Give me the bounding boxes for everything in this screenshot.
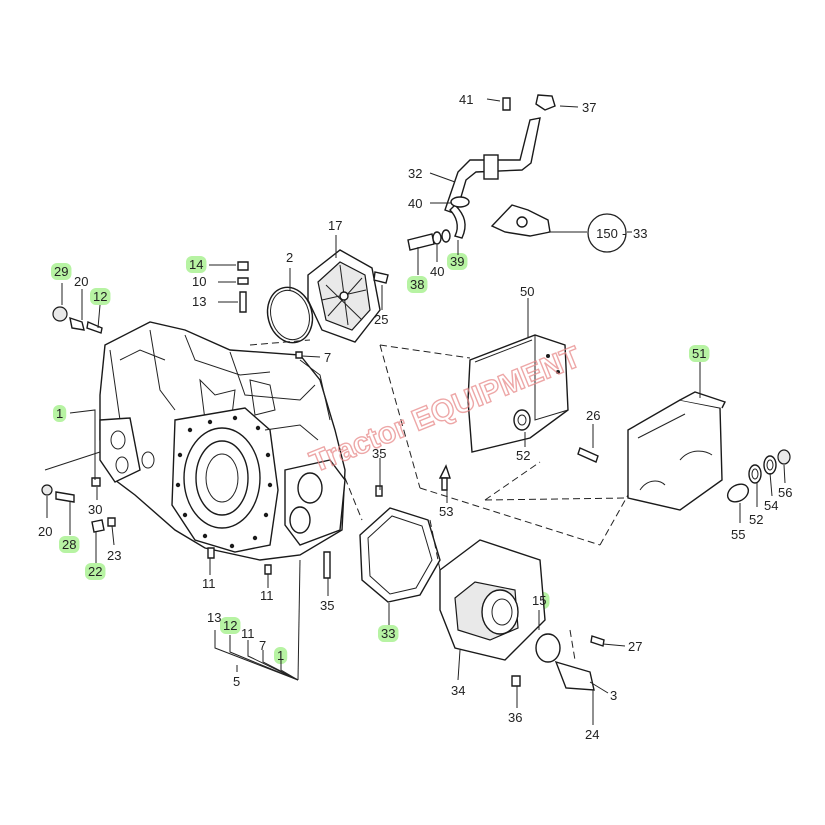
callout-41: 41 (459, 92, 473, 107)
washer-stack (438, 447, 791, 503)
highlight-pill (447, 253, 468, 270)
callout-23: 23 (107, 548, 121, 563)
highlight-pill (85, 563, 106, 580)
highlight-pill (53, 405, 67, 422)
callout-15: 15 (532, 593, 546, 608)
callout-27: 27 (628, 639, 642, 654)
callout-30: 30 (88, 502, 102, 517)
callout-20-lower: 20 (38, 524, 52, 539)
callout-14: 14 (189, 257, 203, 272)
callout-38: 38 (410, 277, 424, 292)
highlight-pill (90, 288, 111, 305)
callout-37: 37 (582, 100, 596, 115)
highlight-pill (274, 647, 288, 664)
shield-plate-51 (627, 391, 726, 511)
callout-20: 20 (74, 274, 88, 289)
callout-55: 55 (731, 527, 745, 542)
callout-39: 39 (450, 254, 464, 269)
highlight-pill (51, 263, 72, 280)
callout-56: 56 (778, 485, 792, 500)
callout-51: 51 (692, 346, 706, 361)
callout-13: 13 (192, 294, 206, 309)
callout-11-group: 11 (241, 626, 255, 641)
shield-plate-50 (467, 334, 569, 453)
callout-29: 29 (54, 264, 68, 279)
callout-52-right: 52 (749, 512, 763, 527)
callout-17: 17 (328, 218, 342, 233)
pipe-assembly (407, 94, 556, 251)
callout-11: 11 (202, 576, 216, 591)
callout-33: 33 (633, 226, 647, 241)
callout-35: 35 (372, 446, 386, 461)
phantom-lines (249, 339, 629, 661)
leader-lines (44, 98, 786, 725)
callout-12-group: 12 (223, 618, 237, 633)
cover-gasket (359, 507, 441, 603)
callout-25: 25 (374, 312, 388, 327)
svg-text:150: 150 (596, 226, 618, 241)
callout-7-group: 7 (259, 638, 266, 653)
callout-24: 24 (585, 727, 599, 742)
callout-33-gasket: 33 (381, 626, 395, 641)
callout-36: 36 (508, 710, 522, 725)
transmission-housing (99, 321, 346, 561)
highlight-pill (59, 536, 80, 553)
callout-11-b: 11 (260, 588, 274, 603)
callout-26: 26 (586, 408, 600, 423)
callout-3: 3 (610, 688, 617, 703)
rear-cover-34 (439, 539, 605, 691)
callout-22: 22 (88, 564, 102, 579)
highlight-pill (186, 256, 207, 273)
callout-10: 10 (192, 274, 206, 289)
callout-40: 40 (408, 196, 422, 211)
callout-50: 50 (520, 284, 534, 299)
pto-cover-plate (307, 249, 381, 343)
highlight-pill (220, 617, 241, 634)
highlight-pill (407, 276, 428, 293)
callout-34: 34 (451, 683, 465, 698)
callout-35-lower: 35 (320, 598, 334, 613)
svg-text:-: - (622, 226, 626, 241)
callout-1: 1 (56, 406, 63, 421)
callout-53: 53 (439, 504, 453, 519)
fasteners-left (41, 261, 389, 579)
callout-40-lower: 40 (430, 264, 444, 279)
callout-32: 32 (408, 166, 422, 181)
callout-28: 28 (62, 537, 76, 552)
callout-5: 5 (233, 674, 240, 689)
callout-7: 7 (324, 350, 331, 365)
callout-12: 12 (93, 289, 107, 304)
callout-labels: 41 37 32 40 33 17 2 14 10 13 29 20 12 38… (38, 92, 792, 742)
callout-52: 52 (516, 448, 530, 463)
o-ring-gasket (266, 286, 314, 344)
callout-1-group: 1 (277, 648, 284, 663)
callout-13-group: 13 (207, 610, 221, 625)
callout-54: 54 (764, 498, 778, 513)
highlight-pill (689, 345, 710, 362)
callout-2: 2 (286, 250, 293, 265)
highlight-pill (378, 625, 399, 642)
reference-circle-150: 150 - (587, 213, 627, 253)
